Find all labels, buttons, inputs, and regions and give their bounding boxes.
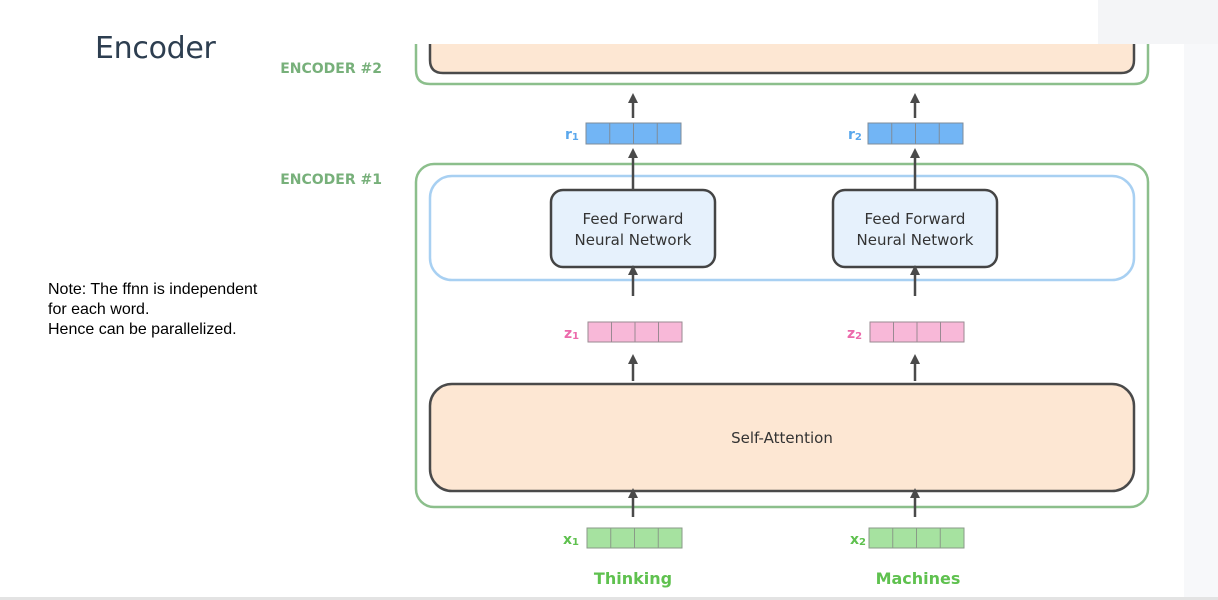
z2-label: z2 (847, 326, 862, 342)
x1-vector: x1 (563, 527, 683, 549)
ffnn-group-outline (428, 174, 1136, 282)
r2-vector: r2 (848, 122, 964, 145)
r1-vector: r1 (565, 122, 682, 145)
word-machines: Machines (876, 569, 961, 588)
z1-label: z1 (564, 326, 579, 342)
encoder-2-outline (414, 44, 1150, 86)
ffnn-box-1-line-2: Neural Network (575, 231, 692, 249)
word-thinking: Thinking (594, 569, 672, 588)
ffnn-box-2-line-2: Neural Network (857, 231, 974, 249)
z2-vector: z2 (847, 321, 965, 343)
ffnn-box-1: Feed Forward Neural Network (549, 188, 717, 269)
self-attention-box: Self-Attention (428, 382, 1136, 493)
right-edge-strip (1184, 44, 1218, 600)
note-line-2: for each word. (48, 301, 150, 318)
encoder-2-label: ENCODER #2 (280, 61, 382, 77)
encoder-1-label: ENCODER #1 (280, 172, 382, 188)
r1-label: r1 (565, 127, 579, 143)
ffnn-box-1-line-1: Feed Forward (583, 210, 684, 228)
slide-title: Encoder (95, 31, 216, 66)
ffnn-box-2-line-1: Feed Forward (865, 210, 966, 228)
encoder-2-block: ENCODER #2 (280, 44, 1150, 86)
top-right-panel (1098, 0, 1218, 44)
encoder-1-block: ENCODER #1 Feed Forward Neural Network F… (280, 162, 1150, 509)
encoder-2-inner-layer (428, 44, 1136, 75)
self-attention-label: Self-Attention (731, 429, 833, 447)
note-line-1: Note: The ffnn is independent (48, 281, 258, 298)
x2-label: x2 (850, 532, 866, 548)
z1-vector: z1 (564, 321, 683, 343)
x1-label: x1 (563, 532, 579, 548)
note-line-3: Hence can be parallelized. (48, 321, 237, 338)
ffnn-box-2: Feed Forward Neural Network (831, 188, 999, 269)
arrows (628, 93, 920, 517)
bottom-rule (0, 597, 1218, 600)
x2-vector: x2 (850, 527, 965, 549)
encoder-1-outline (414, 162, 1150, 509)
note-text: Note: The ffnn is independent for each w… (48, 280, 308, 340)
r2-label: r2 (848, 127, 862, 143)
